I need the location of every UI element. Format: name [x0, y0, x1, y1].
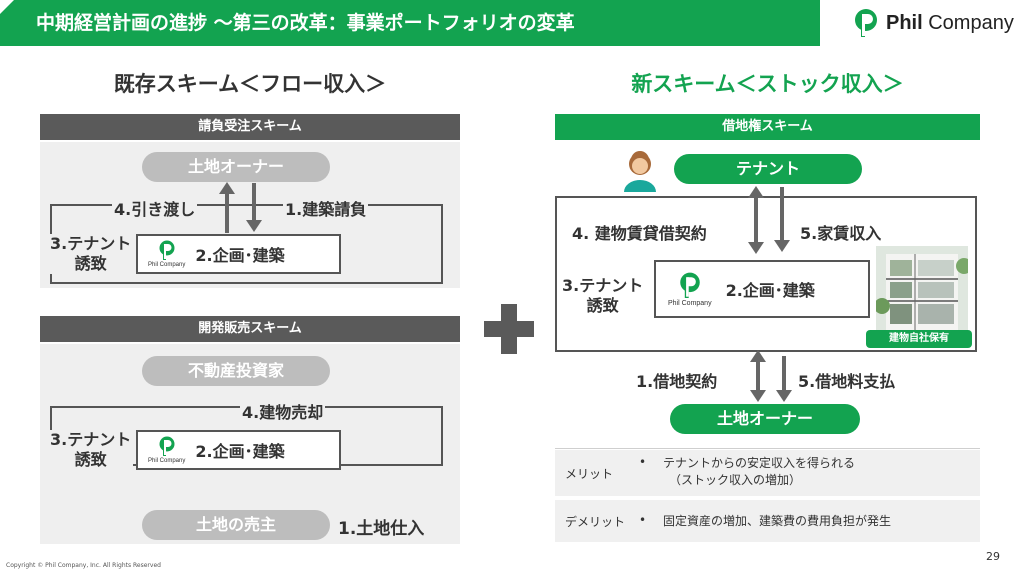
self-owned-badge: 建物自社保有 [866, 330, 972, 348]
phil-logo-icon [159, 436, 175, 456]
scheme2-step1-label: 1.土地仕入 [338, 519, 425, 539]
right-step2-label: 2.企画･建築 [725, 281, 815, 300]
tenant-pill: テナント [674, 154, 862, 184]
merit-text: テナントからの安定収入を得られる （ストック収入の増加） [663, 456, 856, 487]
right-step1-label: 1.借地契約 [636, 372, 718, 391]
table-divider [555, 448, 980, 449]
arrow-up-icon [750, 350, 766, 402]
page-title: 中期経営計画の進捗 ～第三の改革：事業ポートフォリオの変革 [36, 12, 575, 34]
page-number: 29 [986, 550, 1000, 563]
scheme2-plan-box: Phil Company 2.企画･建築 [136, 430, 341, 470]
phil-logo-icon [855, 9, 877, 37]
leasehold-frame [555, 196, 977, 352]
bullet: • [639, 455, 647, 469]
scheme2-step3-label: 3.テナント誘致 [48, 430, 134, 470]
header-notch [0, 0, 14, 14]
right-step3-label: 3.テナント誘致 [562, 276, 644, 315]
scheme1-step2-label: 2.企画･建築 [195, 246, 285, 265]
scheme1-owner-pill: 土地オーナー [142, 152, 330, 182]
company-logo: Phil Company [852, 8, 1014, 38]
phil-logo-icon [159, 240, 175, 260]
phil-mini-logo: Phil Company [668, 272, 712, 307]
scheme2-step2-label: 2.企画･建築 [195, 442, 285, 461]
scheme1-bar: 請負受注スキーム [40, 114, 460, 140]
building-photo [876, 246, 968, 330]
existing-scheme-title: 既存スキーム＜フロー収入＞ [113, 72, 387, 96]
arrow-down-icon [776, 356, 792, 402]
right-plan-box: Phil Company 2.企画･建築 [654, 260, 870, 318]
scheme2-investor-pill: 不動産投資家 [142, 356, 330, 386]
header-bar [0, 0, 820, 46]
right-step5-rent-label: 5.家賃収入 [800, 224, 882, 243]
arrow-up-icon [219, 182, 235, 233]
bullet: • [639, 513, 647, 527]
right-step5-land-label: 5.借地料支払 [798, 372, 896, 391]
new-scheme-title: 新スキーム＜ストック収入＞ [631, 72, 904, 96]
person-icon [624, 151, 656, 192]
right-step4-label: 4. 建物賃貸借契約 [572, 224, 707, 243]
merit-key: メリット [565, 467, 614, 481]
scheme1-plan-box: Phil Company 2.企画･建築 [136, 234, 341, 274]
scheme2-bar: 開発販売スキーム [40, 316, 460, 342]
demerit-row: デメリット • 固定資産の増加、建築費の費用負担が発生 [555, 500, 980, 542]
phil-mini-logo: Phil Company [148, 240, 185, 268]
arrow-up-icon [748, 186, 764, 254]
scheme2-step4-label: 4.建物売却 [240, 399, 326, 423]
merit-row: メリット • テナントからの安定収入を得られる （ストック収入の増加） [555, 450, 980, 496]
scheme1-step1-label: 1.建築請負 [283, 196, 369, 220]
scheme2-seller-pill: 土地の売主 [142, 510, 330, 540]
leasehold-bar: 借地権スキーム [555, 114, 980, 140]
demerit-key: デメリット [565, 515, 626, 529]
scheme1-step3-label: 3.テナント誘致 [48, 234, 134, 274]
copyright: Copyright © Phil Company, Inc. All Right… [6, 562, 161, 569]
arrow-down-icon [246, 183, 262, 232]
scheme1-step4-label: 4.引き渡し [112, 196, 198, 220]
right-owner-pill: 土地オーナー [670, 404, 860, 434]
demerit-text: 固定資産の増加、建築費の費用負担が発生 [663, 514, 892, 528]
arrow-down-icon [774, 187, 790, 252]
plus-icon [484, 304, 534, 354]
phil-mini-logo: Phil Company [148, 436, 185, 464]
phil-logo-icon [680, 272, 700, 298]
logo-text: Phil Company [886, 11, 1014, 34]
